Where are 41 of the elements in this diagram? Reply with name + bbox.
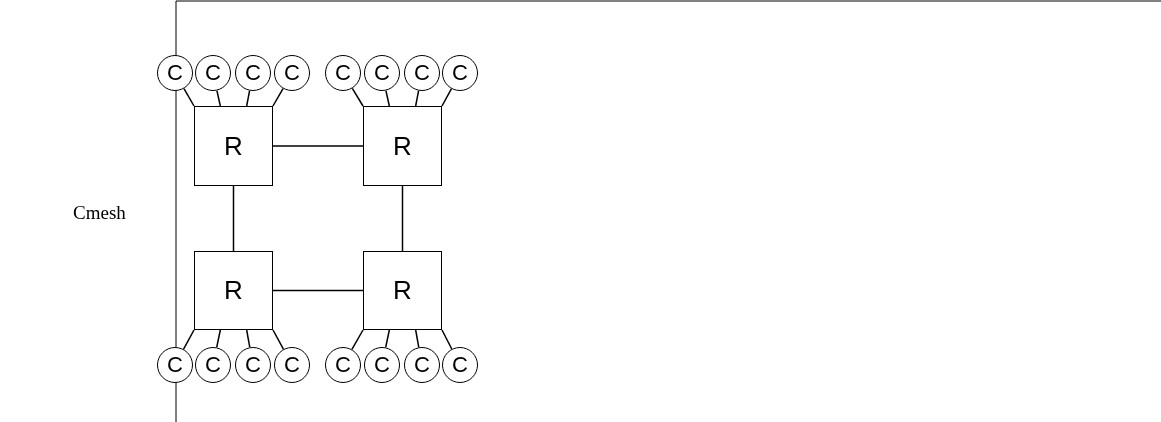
core-node-circle: C — [325, 55, 361, 91]
router-box: R — [363, 106, 442, 186]
link-line — [401, 185, 404, 252]
router-box: R — [194, 251, 273, 330]
core-node-circle: C — [157, 55, 193, 91]
link-line — [384, 329, 391, 349]
link-line — [272, 145, 364, 147]
link-line — [414, 89, 420, 107]
core-node-circle: C — [235, 55, 271, 91]
link-line — [414, 329, 420, 349]
router-box: R — [363, 251, 442, 330]
link-line — [183, 87, 195, 107]
link-line — [441, 88, 453, 107]
core-node-circle: C — [274, 55, 310, 91]
core-node-circle: C — [157, 347, 193, 383]
link-line — [232, 185, 235, 252]
core-node-circle: C — [364, 347, 400, 383]
core-node-circle: C — [364, 55, 400, 91]
link-line — [272, 289, 364, 292]
link-line — [272, 329, 285, 350]
link-line — [215, 329, 222, 349]
core-node-circle: C — [442, 55, 478, 91]
router-box: R — [194, 106, 273, 186]
core-node-circle: C — [442, 347, 478, 383]
link-line — [385, 89, 391, 107]
link-line — [245, 89, 251, 107]
core-node-circle: C — [325, 347, 361, 383]
link-line — [245, 329, 251, 349]
link-line — [351, 329, 364, 351]
core-node-circle: C — [274, 347, 310, 383]
link-line — [272, 87, 284, 107]
link-line — [441, 329, 453, 350]
core-node-circle: C — [235, 347, 271, 383]
core-node-circle: C — [195, 347, 231, 383]
core-node-circle: C — [404, 347, 440, 383]
link-line — [182, 329, 195, 350]
core-node-circle: C — [195, 55, 231, 91]
link-line — [216, 89, 222, 107]
mesh-label: Cmesh — [73, 202, 126, 224]
core-node-circle: C — [404, 55, 440, 91]
link-line — [351, 87, 364, 107]
